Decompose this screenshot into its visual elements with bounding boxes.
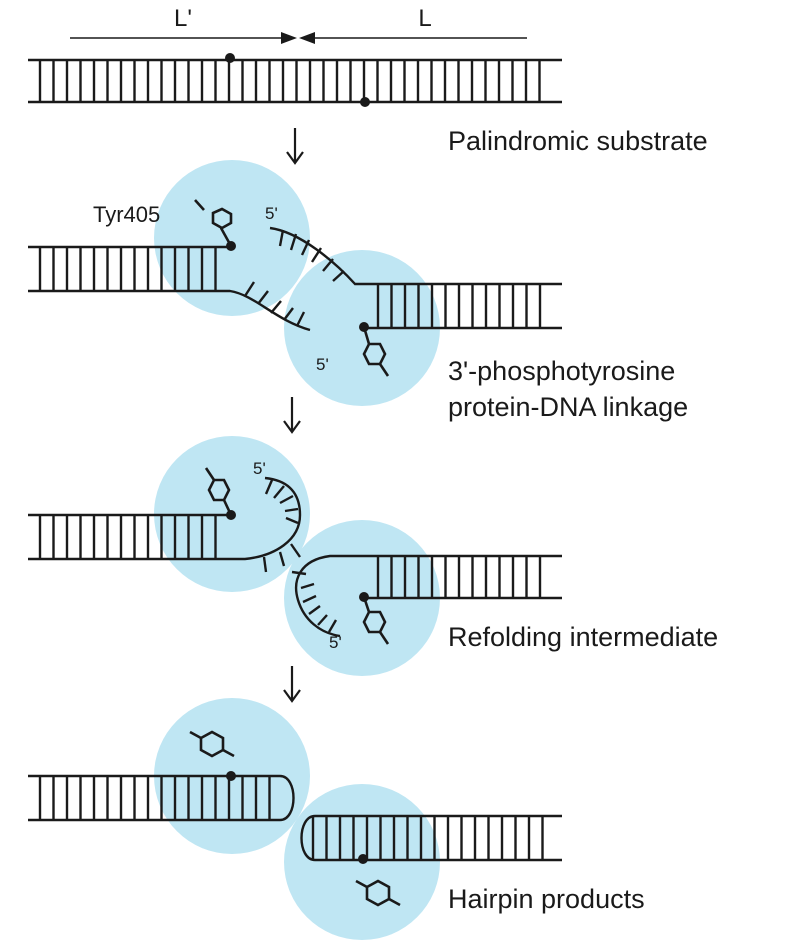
hairpin-right <box>300 814 562 862</box>
stage-label-linkage-2: protein-DNA linkage <box>448 392 688 422</box>
stage-phosphotyrosine: Tyr405 5' 5' 3'-phosphotyrosine protein-… <box>28 160 688 422</box>
label-l-prime: L' <box>174 5 192 32</box>
tyrosine-icon <box>194 199 233 247</box>
arrow-head-right <box>281 32 297 44</box>
dna-duplex <box>28 58 562 104</box>
base-pair-rungs <box>38 247 217 291</box>
stage-hairpin: Hairpin products <box>28 698 645 940</box>
hairpin-left <box>28 774 295 822</box>
down-arrow-icon <box>283 397 301 434</box>
base-pair-rungs <box>311 816 544 860</box>
tyrosine-icon <box>189 730 235 758</box>
stage-substrate: Palindromic substrate <box>28 53 708 156</box>
phosphate-dot <box>225 53 235 63</box>
phosphate-dot <box>358 854 368 864</box>
stage-label-linkage-1: 3'-phosphotyrosine <box>448 356 675 386</box>
five-prime-end-top: 5' <box>253 459 266 478</box>
single-strand-bases <box>262 479 338 633</box>
stage-label-refolding: Refolding intermediate <box>448 622 718 652</box>
tyr-label: Tyr405 <box>93 202 160 227</box>
five-prime-end-bottom: 5' <box>316 355 329 374</box>
stage-refolding: 5' 5' Refolding intermediate <box>28 436 718 676</box>
stage-label-hairpin: Hairpin products <box>448 884 645 914</box>
dna-duplex <box>28 476 562 638</box>
arrow-head-left <box>299 32 315 44</box>
down-arrow-icon <box>283 666 301 703</box>
down-arrow-icon <box>286 128 304 165</box>
five-prime-end-top: 5' <box>265 204 278 223</box>
stage-label-substrate: Palindromic substrate <box>448 126 708 156</box>
base-pair-rungs <box>38 515 217 559</box>
single-strand-bases <box>243 229 345 327</box>
tyrosine-icon <box>355 879 401 907</box>
phosphate-dot <box>360 97 370 107</box>
base-pair-rungs <box>376 556 542 598</box>
protein-blob <box>154 160 310 316</box>
phosphate-dot <box>226 771 236 781</box>
base-pair-rungs <box>376 284 542 328</box>
base-pair-rungs <box>38 60 541 102</box>
label-l: L <box>418 5 431 32</box>
base-pair-rungs <box>38 776 271 820</box>
tyrosine-icon <box>362 596 390 645</box>
five-prime-end-bottom: 5' <box>329 633 342 652</box>
dna-duplex <box>28 226 562 332</box>
tyrosine-icon <box>362 326 390 377</box>
tyrosine-icon <box>204 467 233 516</box>
